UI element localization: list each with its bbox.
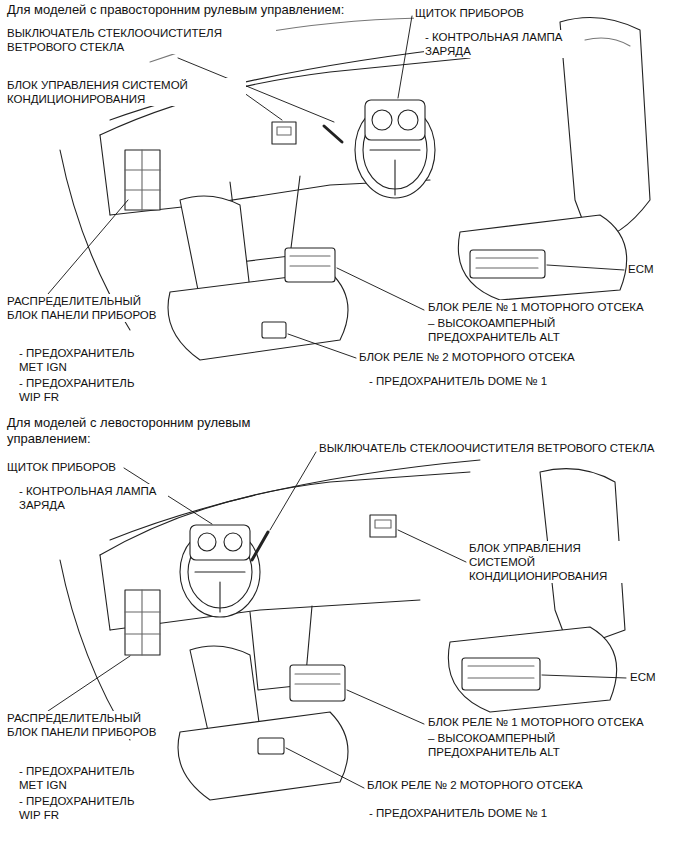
part-label: - КОНТРОЛЬНАЯ ЛАМПА ЗАРЯДА: [18, 484, 168, 512]
part-label: ECM: [629, 670, 657, 684]
part-label: ECM: [627, 262, 655, 276]
part-label: ЩИТОК ПРИБОРОВ: [414, 6, 525, 20]
part-label: РАСПРЕДЕЛИТЕЛЬНЫЙ БЛОК ПАНЕЛИ ПРИБОРОВ: [6, 294, 166, 322]
part-label: - ПРЕДОХРАНИТЕЛЬ MET IGN: [18, 764, 158, 792]
part-label: – ВЫСОКОАМПЕРНЫЙ ПРЕДОХРАНИТЕЛЬ ALT: [427, 316, 627, 344]
part-label: БЛОК РЕЛЕ № 1 МОТОРНОГО ОТСЕКА: [427, 715, 645, 729]
part-label: ЩИТОК ПРИБОРОВ: [6, 460, 117, 474]
section-heading: Для моделей с левосторонним рулевым упра…: [6, 415, 326, 447]
section-heading: Для моделей с правосторонним рулевым упр…: [6, 2, 345, 18]
part-label: - ПРЕДОХРАНИТЕЛЬ WIP FR: [18, 376, 158, 404]
part-label: РАСПРЕДЕЛИТЕЛЬНЫЙ БЛОК ПАНЕЛИ ПРИБОРОВ: [6, 711, 166, 739]
part-label: – ВЫСОКОАМПЕРНЫЙ ПРЕДОХРАНИТЕЛЬ ALT: [427, 731, 627, 759]
part-label: - ПРЕДОХРАНИТЕЛЬ DOME № 1: [368, 806, 548, 820]
part-label: - ПРЕДОХРАНИТЕЛЬ MET IGN: [18, 346, 158, 374]
part-label: БЛОК УПРАВЛЕНИЯ СИСТЕМОЙ КОНДИЦИОНИРОВАН…: [6, 78, 246, 106]
part-label: БЛОК РЕЛЕ № 2 МОТОРНОГО ОТСЕКА: [366, 778, 584, 792]
part-label: БЛОК РЕЛЕ № 1 МОТОРНОГО ОТСЕКА: [427, 300, 645, 314]
part-label: - ПРЕДОХРАНИТЕЛЬ DOME № 1: [368, 374, 548, 388]
part-label: - ПРЕДОХРАНИТЕЛЬ WIP FR: [18, 794, 158, 822]
part-label: БЛОК УПРАВЛЕНИЯ СИСТЕМОЙ КОНДИЦИОНИРОВАН…: [468, 541, 648, 583]
part-label: - КОНТРОЛЬНАЯ ЛАМПА ЗАРЯДА: [424, 30, 574, 58]
part-label: БЛОК РЕЛЕ № 2 МОТОРНОГО ОТСЕКА: [358, 350, 576, 364]
part-label: ВЫКЛЮЧАТЕЛЬ СТЕКЛООЧИСТИТЕЛЯ ВЕТРОВОГО С…: [6, 26, 276, 54]
part-label: ВЫКЛЮЧАТЕЛЬ СТЕКЛООЧИСТИТЕЛЯ ВЕТРОВОГО С…: [318, 441, 655, 455]
